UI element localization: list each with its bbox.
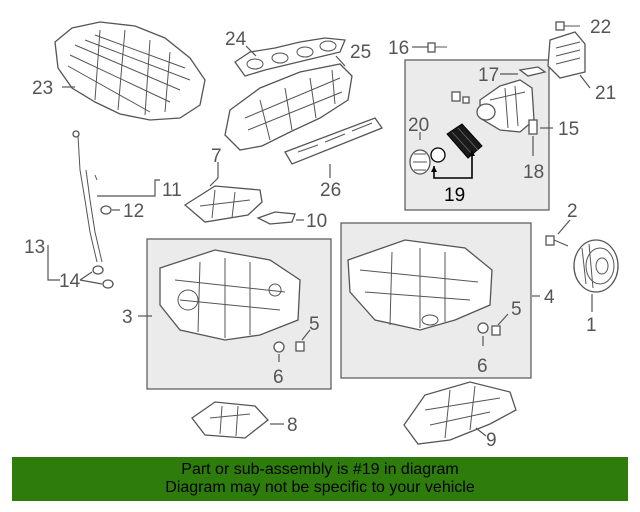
callout-8[interactable]: 8 xyxy=(287,415,298,436)
callout-17[interactable]: 17 xyxy=(478,65,499,86)
callout-9[interactable]: 9 xyxy=(486,430,497,451)
bolt-16-part[interactable] xyxy=(427,42,447,53)
info-banner: Part or sub-assembly is #19 in diagram D… xyxy=(12,457,628,501)
callout-24[interactable]: 24 xyxy=(225,29,247,50)
callout-5-upper[interactable]: 5 xyxy=(309,314,320,335)
callout-13[interactable]: 13 xyxy=(24,237,45,258)
oil-filter-part[interactable] xyxy=(430,123,483,163)
parts-diagram: 23 24 25 26 7 10 11 xyxy=(24,17,619,451)
intake-plenum-part[interactable] xyxy=(54,21,206,121)
callout-25[interactable]: 25 xyxy=(350,42,371,63)
washer-6a-part[interactable] xyxy=(273,341,285,353)
callout-20[interactable]: 20 xyxy=(408,115,429,136)
callout-15[interactable]: 15 xyxy=(558,119,579,140)
callout-3[interactable]: 3 xyxy=(122,307,133,328)
callout-11[interactable]: 11 xyxy=(162,180,182,201)
intake-manifold-part[interactable] xyxy=(224,63,353,151)
callout-26[interactable]: 26 xyxy=(320,180,341,201)
oil-pan-cover-part[interactable] xyxy=(191,401,269,439)
bolt-2-part[interactable] xyxy=(545,235,569,247)
callout-21[interactable]: 21 xyxy=(595,83,616,104)
callout-4[interactable]: 4 xyxy=(544,287,555,308)
bracket-part[interactable] xyxy=(256,211,296,225)
upper-oil-pan-part[interactable] xyxy=(159,249,301,341)
bolt-5a-part[interactable] xyxy=(295,341,305,352)
lower-oil-pan-part[interactable] xyxy=(347,239,493,331)
callout-2[interactable]: 2 xyxy=(567,201,578,222)
callout-19[interactable]: 19 xyxy=(444,185,465,206)
intake-gasket-part[interactable] xyxy=(234,37,346,77)
callout-12[interactable]: 12 xyxy=(123,201,144,222)
callout-10[interactable]: 10 xyxy=(306,211,327,232)
callout-14[interactable]: 14 xyxy=(59,271,81,292)
callout-1[interactable]: 1 xyxy=(586,315,597,336)
banner-line-1: Part or sub-assembly is #19 in diagram xyxy=(181,461,459,478)
callout-22[interactable]: 22 xyxy=(590,17,611,38)
callout-16[interactable]: 16 xyxy=(388,38,409,59)
callout-6-lower[interactable]: 6 xyxy=(477,356,488,377)
bolt-5b-part[interactable] xyxy=(491,325,501,336)
fitting-part[interactable] xyxy=(451,91,470,104)
dipstick-seal-part[interactable] xyxy=(100,205,112,215)
bolt-22-part[interactable] xyxy=(555,21,580,31)
callout-18[interactable]: 18 xyxy=(523,162,544,183)
washer-6b-part[interactable] xyxy=(477,322,489,334)
oring-part[interactable] xyxy=(92,265,114,289)
callout-7[interactable]: 7 xyxy=(211,146,222,167)
crank-pulley-part[interactable] xyxy=(573,239,619,293)
gasket-17-part[interactable] xyxy=(518,66,547,77)
splash-shield-part[interactable] xyxy=(403,381,517,445)
dipstick-tube-part[interactable] xyxy=(72,130,103,263)
oil-filter-housing-part[interactable] xyxy=(476,79,535,133)
filter-cap-part[interactable] xyxy=(409,149,431,175)
banner-line-2: Diagram may not be specific to your vehi… xyxy=(165,479,475,496)
oil-cooler-part[interactable] xyxy=(547,31,586,79)
manifold-gasket-part[interactable] xyxy=(284,117,384,165)
callout-23[interactable]: 23 xyxy=(32,78,53,99)
oil-baffle-part[interactable] xyxy=(183,185,263,223)
clip-18-part[interactable] xyxy=(528,119,538,135)
callout-6-upper[interactable]: 6 xyxy=(273,367,284,388)
callout-5-lower[interactable]: 5 xyxy=(511,299,522,320)
